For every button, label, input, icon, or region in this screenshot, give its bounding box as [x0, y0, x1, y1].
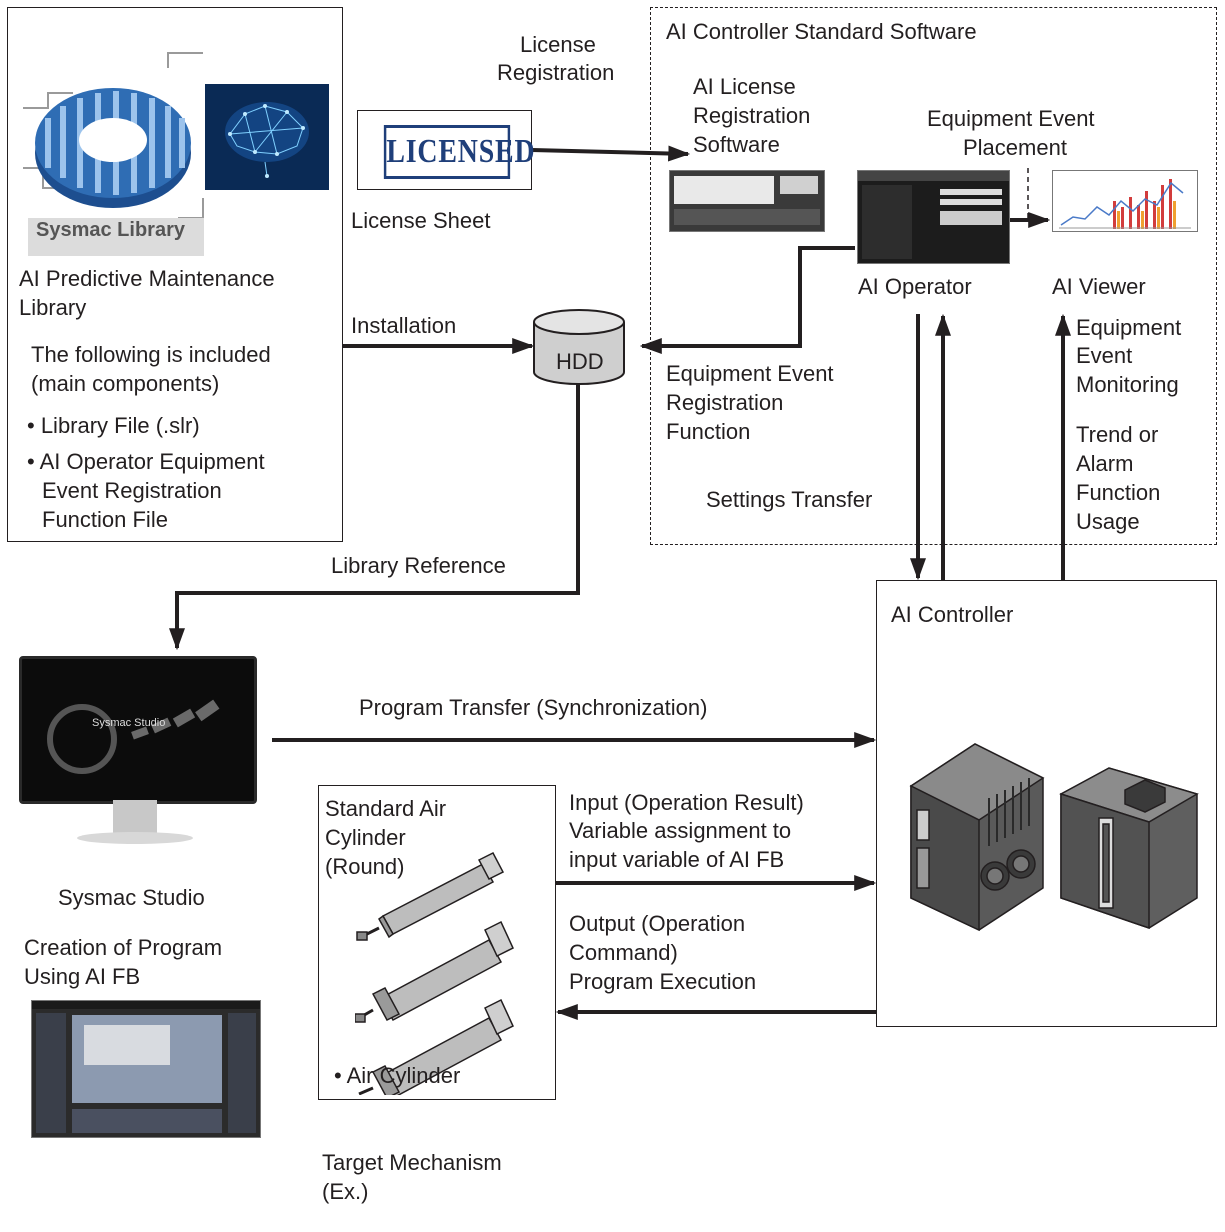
output-line2: Command)	[569, 940, 678, 965]
installation-label: Installation	[351, 313, 457, 338]
program-transfer-label: Program Transfer (Synchronization)	[359, 695, 708, 720]
output-line3: Program Execution	[569, 969, 757, 994]
library-title-line1: AI Predictive Maintenance	[19, 266, 275, 291]
monitoring-line3: Monitoring	[1076, 372, 1179, 397]
cylinder-title-line1: Standard Air	[325, 796, 447, 821]
sysmac-library-logo-icon	[23, 52, 204, 256]
trend-line2: Alarm	[1076, 451, 1134, 476]
ai-license-line1: AI License	[693, 74, 796, 99]
output-line1: Output (Operation	[569, 911, 746, 936]
ai-license-line3: Software	[693, 132, 780, 157]
creation-line2: Using AI FB	[24, 964, 141, 989]
settings-transfer-label: Settings Transfer	[706, 487, 873, 512]
ai-operator-screenshot	[857, 170, 1010, 264]
library-item-operator-line3: Function File	[42, 507, 168, 532]
library-title-line2: Library	[19, 295, 87, 320]
trend-line1: Trend or	[1076, 422, 1159, 447]
license-sheet: LICENSED	[357, 110, 535, 190]
trend-line4: Usage	[1076, 509, 1140, 534]
placement-line2: Placement	[963, 135, 1067, 160]
arrow-license-registration	[531, 145, 691, 162]
included-line1: The following is included	[31, 342, 271, 367]
program-screenshot	[31, 1000, 261, 1138]
air-cylinder-item: • Air Cylinder	[334, 1063, 461, 1088]
ai-viewer-screenshot	[1052, 170, 1198, 232]
air-cylinder-icon-3	[358, 998, 514, 1095]
brain-icon	[225, 102, 309, 178]
license-registration-line1: License	[520, 32, 596, 57]
standard-software-box	[650, 7, 1217, 545]
air-cylinder-icon-1	[356, 852, 505, 941]
library-item-operator-line2: Event Registration	[42, 478, 222, 503]
license-sheet-label: License Sheet	[351, 208, 491, 233]
air-cylinder-icons	[355, 852, 514, 1095]
placement-line1: Equipment Event	[927, 106, 1095, 131]
trend-chart-icon	[1059, 179, 1191, 229]
air-cylinder-icon-2	[355, 920, 514, 1023]
ai-controller-title: AI Controller	[891, 602, 1014, 627]
library-item-operator-line1: • AI Operator Equipment	[27, 449, 265, 474]
studio-screen-text: Sysmac Studio	[92, 717, 166, 729]
registration-function-line3: Function	[666, 419, 751, 444]
target-mechanism-line1: Target Mechanism	[322, 1150, 502, 1175]
arrow-library-reference	[169, 384, 580, 651]
hdd-label: HDD	[556, 349, 604, 374]
monitoring-line2: Event	[1076, 343, 1133, 368]
monitoring-line1: Equipment	[1076, 315, 1182, 340]
controller-hardware-icon	[909, 743, 1199, 932]
input-line2: Variable assignment to	[569, 818, 792, 843]
sysmac-studio-label: Sysmac Studio	[58, 885, 205, 910]
cylinder-title-line3: (Round)	[325, 854, 405, 879]
library-reference-label: Library Reference	[331, 553, 506, 578]
target-mechanism-line2: (Ex.)	[322, 1179, 369, 1204]
ai-brain-image	[205, 84, 329, 190]
hdd-cylinder-icon	[533, 309, 625, 385]
cylinder-title-line2: Cylinder	[325, 825, 406, 850]
registration-function-line2: Registration	[666, 390, 784, 415]
ai-license-line2: Registration	[693, 103, 811, 128]
license-registration-line2: Registration	[497, 60, 615, 85]
arrow-registration-function	[639, 246, 855, 354]
software-title: AI Controller Standard Software	[666, 19, 977, 44]
license-software-screenshot	[669, 170, 825, 232]
input-line1: Input (Operation Result)	[569, 790, 804, 815]
library-box: Sysmac Library AI Predictive Maintenance…	[7, 7, 343, 542]
ai-viewer-label: AI Viewer	[1052, 274, 1146, 299]
input-line3: input variable of AI FB	[569, 847, 785, 872]
creation-line1: Creation of Program	[24, 935, 223, 960]
ai-operator-label: AI Operator	[858, 274, 972, 299]
sysmac-studio-monitor: Sysmac Studio	[5, 650, 260, 860]
library-item-slr: • Library File (.slr)	[27, 413, 200, 438]
registration-function-line1: Equipment Event	[666, 361, 834, 386]
logo-text: Sysmac Library	[36, 219, 185, 241]
licensed-stamp: LICENSED	[383, 125, 535, 179]
included-line2: (main components)	[31, 371, 220, 396]
trend-line3: Function	[1076, 480, 1161, 505]
